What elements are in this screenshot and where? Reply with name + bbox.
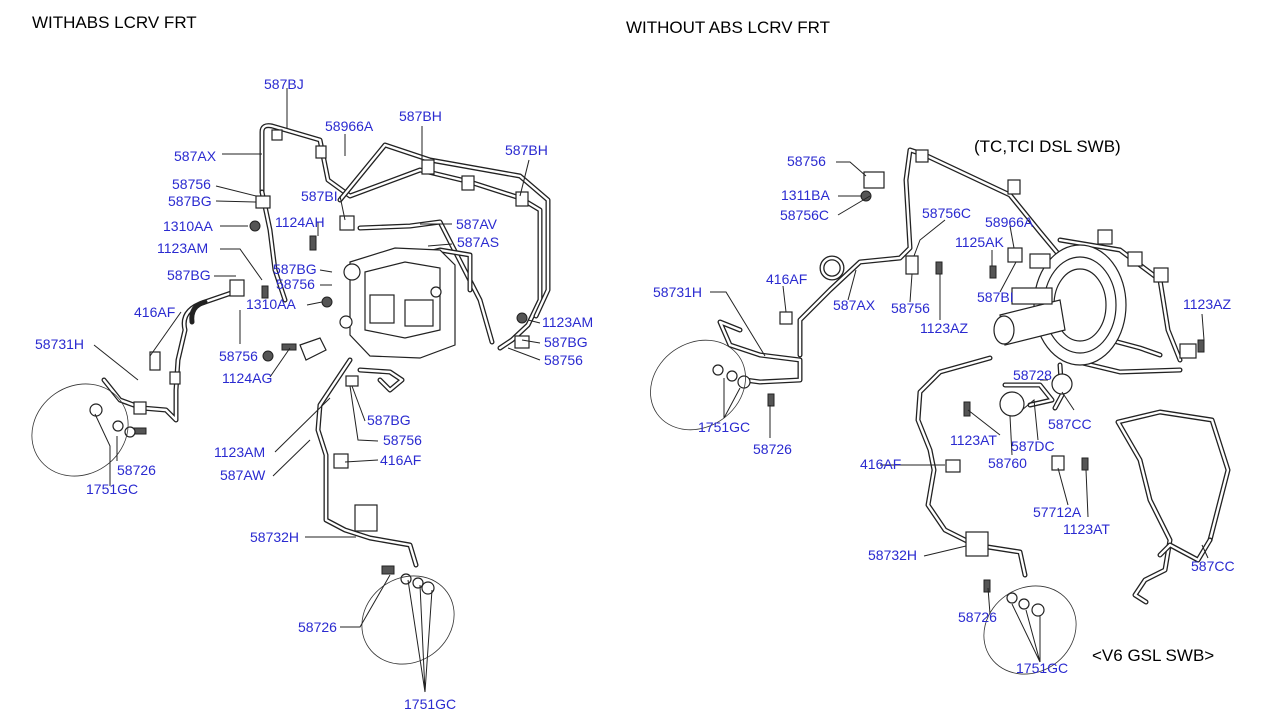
label-1310AA: 1310AA (246, 296, 296, 312)
label-587BH: 587BH (399, 108, 442, 124)
label-1751GC: 1751GC (698, 419, 750, 435)
label-1123AM: 1123AM (157, 240, 208, 256)
label-587CC: 587CC (1048, 416, 1092, 432)
label-1124AG: 1124AG (222, 370, 272, 386)
label-1751GC: 1751GC (86, 481, 138, 497)
label-58756: 58756 (787, 153, 826, 169)
label-587AX: 587AX (174, 148, 217, 164)
label-1123AZ: 1123AZ (1183, 296, 1231, 312)
label-587AS: 587AS (457, 234, 499, 250)
brake-booster-assembly (993, 244, 1127, 417)
label-1125AK: 1125AK (955, 234, 1004, 250)
right-part-labels: 58756 1311BA 58756C 58756C 58966A 1125AK… (653, 153, 1235, 676)
label-58756: 58756 (172, 176, 211, 192)
label-58732H: 58732H (868, 547, 917, 563)
label-1123AZ: 1123AZ (920, 320, 968, 336)
right-rear-detail-circle (983, 585, 1077, 675)
label-58726: 58726 (117, 462, 156, 478)
label-587BG: 587BG (367, 412, 411, 428)
label-587AX: 587AX (833, 297, 876, 313)
label-58966A: 58966A (985, 214, 1034, 230)
label-58756: 58756 (383, 432, 422, 448)
label-57712A: 57712A (1033, 504, 1082, 520)
label-1123AM: 1123AM (542, 314, 593, 330)
label-1124AH: 1124AH (275, 214, 325, 230)
label-58728: 58728 (1013, 367, 1052, 383)
label-58756C: 58756C (922, 205, 971, 221)
left-part-labels: 587BJ 58966A 587BH 587BH 587AX 58756 587… (35, 76, 593, 712)
label-58760: 58760 (988, 455, 1027, 471)
label-587DC: 587DC (1011, 438, 1055, 454)
label-587BG: 587BG (273, 261, 317, 277)
label-587BG: 587BG (167, 267, 211, 283)
label-58966A: 58966A (325, 118, 374, 134)
label-1123AT: 1123AT (1063, 521, 1110, 537)
right-diagram-title: WITHOUT ABS LCRV FRT (626, 18, 830, 37)
label-1310AA: 1310AA (163, 218, 213, 234)
left-diagram-title: WITHABS LCRV FRT (32, 13, 197, 32)
left-caliper-detail-circle (31, 383, 129, 477)
right-variant-note: (TC,TCI DSL SWB) (974, 137, 1121, 156)
label-587CC: 587CC (1191, 558, 1235, 574)
label-58726: 58726 (753, 441, 792, 457)
label-58731H: 58731H (653, 284, 702, 300)
label-416AF: 416AF (380, 452, 421, 468)
label-58731H: 58731H (35, 336, 84, 352)
right-v6-note: <V6 GSL SWB> (1092, 646, 1214, 665)
right-leader-lines (710, 161, 1209, 663)
label-587BJ: 587BJ (264, 76, 304, 92)
abs-hydraulic-unit (299, 247, 456, 361)
label-58756: 58756 (276, 276, 315, 292)
label-1311BA: 1311BA (781, 187, 830, 203)
label-587AW: 587AW (220, 467, 266, 483)
label-1123AT: 1123AT (950, 432, 997, 448)
label-58756C: 58756C (780, 207, 829, 223)
label-58726: 58726 (958, 609, 997, 625)
label-587BI: 587BI (301, 188, 338, 204)
label-58756: 58756 (891, 300, 930, 316)
label-587AV: 587AV (456, 216, 498, 232)
label-587BI: 587BI (977, 289, 1014, 305)
right-clips (712, 149, 1205, 617)
label-1751GC: 1751GC (404, 696, 456, 712)
label-587BG: 587BG (544, 334, 588, 350)
label-58756: 58756 (219, 348, 258, 364)
label-416AF: 416AF (134, 304, 175, 320)
left-leader-lines (93, 88, 541, 693)
label-587BG: 587BG (168, 193, 212, 209)
label-587BH: 587BH (505, 142, 548, 158)
label-1751GC: 1751GC (1016, 660, 1068, 676)
label-58726: 58726 (298, 619, 337, 635)
label-416AF: 416AF (766, 271, 807, 287)
label-416AF: 416AF (860, 456, 901, 472)
left-clips (89, 129, 530, 595)
label-58732H: 58732H (250, 529, 299, 545)
right-caliper-detail-circle (650, 339, 746, 431)
label-1123AM: 1123AM (214, 444, 265, 460)
label-58756: 58756 (544, 352, 583, 368)
